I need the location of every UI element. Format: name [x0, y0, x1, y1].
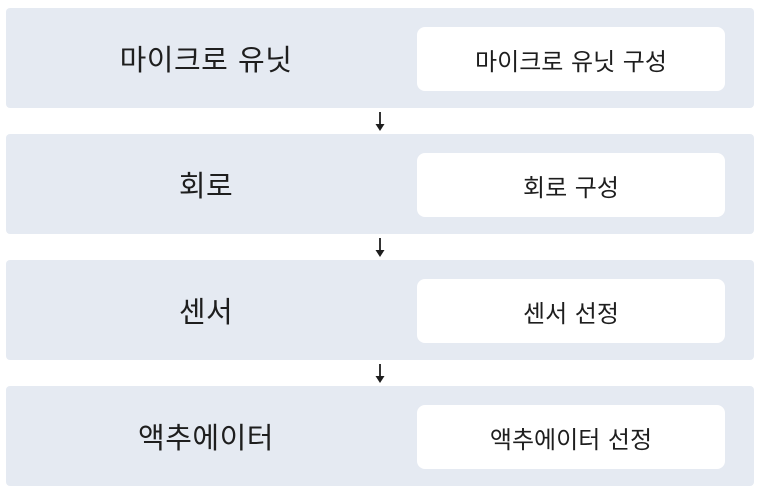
stage-circuit: 회로 회로 구성 — [6, 134, 754, 234]
stage-micro-unit: 마이크로 유닛 마이크로 유닛 구성 — [6, 8, 754, 108]
down-arrow-icon — [372, 363, 388, 385]
stage-label: 마이크로 유닛 — [119, 43, 293, 77]
down-arrow-icon — [372, 111, 388, 133]
stage-step-box: 액추에이터 선정 — [417, 405, 725, 469]
down-arrow-icon — [372, 237, 388, 259]
stage-label: 센서 — [178, 295, 234, 329]
stage-sensor: 센서 센서 선정 — [6, 260, 754, 360]
stage-step-box: 회로 구성 — [417, 153, 725, 217]
stage-label: 액추에이터 — [138, 421, 274, 455]
stage-actuator: 액추에이터 액추에이터 선정 — [6, 386, 754, 486]
stage-step-box: 센서 선정 — [417, 279, 725, 343]
stage-step-box: 마이크로 유닛 구성 — [417, 27, 725, 91]
stage-label: 회로 — [178, 169, 234, 203]
